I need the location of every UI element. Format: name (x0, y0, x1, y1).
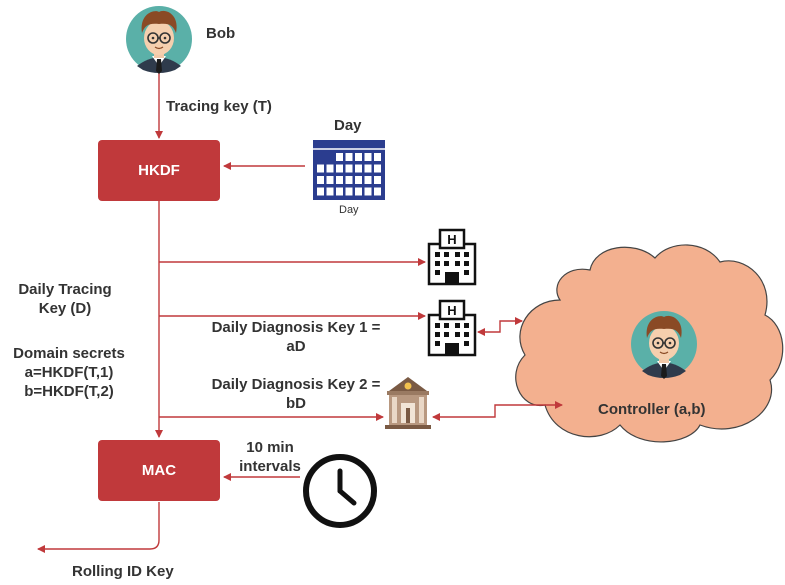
calendar-cell (345, 153, 353, 161)
clock-icon (303, 454, 377, 528)
arrow-hospital-cloud (477, 317, 523, 336)
mac-box: MAC (98, 440, 220, 501)
calendar-cell (364, 187, 372, 196)
arrow-bank-cloud (432, 401, 563, 421)
daily-diagnosis-key-2-label: Daily Diagnosis Key 2 = bD (196, 375, 396, 413)
calendar-cell (326, 164, 334, 173)
calendar-cell (364, 153, 372, 161)
calendar-cell (345, 164, 353, 173)
domain-secret-a: a=HKDF(T,1) (24, 364, 114, 381)
calendar-cell (326, 176, 334, 184)
rolling-id-key-label: Rolling ID Key (72, 563, 174, 580)
calendar-cell (336, 153, 343, 161)
hospital-icon: H (427, 228, 477, 286)
day-title: Day (334, 117, 362, 134)
controller-avatar-icon (631, 311, 697, 379)
calendar-cell (374, 187, 381, 196)
bob-label: Bob (206, 25, 236, 42)
calendar-cell (374, 153, 381, 161)
calendar-cell (336, 187, 343, 196)
interval-line1: 10 min (246, 439, 294, 456)
hkdf-label: HKDF (138, 162, 180, 179)
domain-secrets-label: Domain secrets a=HKDF(T,1) b=HKDF(T,2) (0, 344, 138, 401)
mac-label: MAC (141, 462, 177, 479)
calendar-cell (317, 176, 324, 184)
calendar-cell (317, 164, 324, 173)
daily-tracing-line2: Key (D) (38, 300, 92, 317)
calendar-cell (317, 187, 324, 196)
domain-secret-b: b=HKDF(T,2) (24, 383, 114, 400)
calendar-cell (345, 176, 353, 184)
connectors (37, 72, 563, 553)
calendar-cell (336, 164, 343, 173)
calendar-cell (364, 176, 372, 184)
calendar-cell (355, 164, 362, 173)
hospital-icon: H (427, 299, 477, 357)
tracing-key-label: Tracing key (T) (166, 98, 272, 115)
calendar-cell (364, 164, 372, 173)
diag2-line1: Daily Diagnosis Key 2 = (211, 376, 381, 393)
calendar-cell (374, 164, 381, 173)
calendar-cell (355, 187, 362, 196)
diag2-line2: bD (286, 395, 306, 412)
daily-tracing-key-label: Daily Tracing Key (D) (10, 280, 120, 318)
calendar-cell (345, 187, 353, 196)
calendar-icon (313, 140, 385, 200)
arrow-to-rolling-id (37, 502, 160, 553)
daily-diagnosis-key-1-label: Daily Diagnosis Key 1 = aD (196, 318, 396, 356)
diag1-line2: aD (286, 338, 306, 355)
calendar-cell (355, 153, 362, 161)
daily-tracing-line1: Daily Tracing (18, 281, 112, 298)
calendar-cell (336, 176, 343, 184)
bank-icon (385, 377, 431, 429)
day-caption: Day (339, 204, 359, 216)
controller-label: Controller (a,b) (598, 401, 706, 418)
hkdf-box: HKDF (98, 140, 220, 201)
interval-line2: intervals (239, 458, 301, 475)
svg-text:H: H (447, 303, 456, 318)
bob-avatar-icon (126, 6, 192, 74)
calendar-cell (374, 176, 381, 184)
svg-text:H: H (447, 232, 456, 247)
calendar-cell (355, 176, 362, 184)
interval-label: 10 min intervals (230, 438, 310, 476)
diag1-line1: Daily Diagnosis Key 1 = (211, 319, 381, 336)
domain-secrets-title: Domain secrets (13, 345, 125, 362)
calendar-cell (326, 187, 334, 196)
